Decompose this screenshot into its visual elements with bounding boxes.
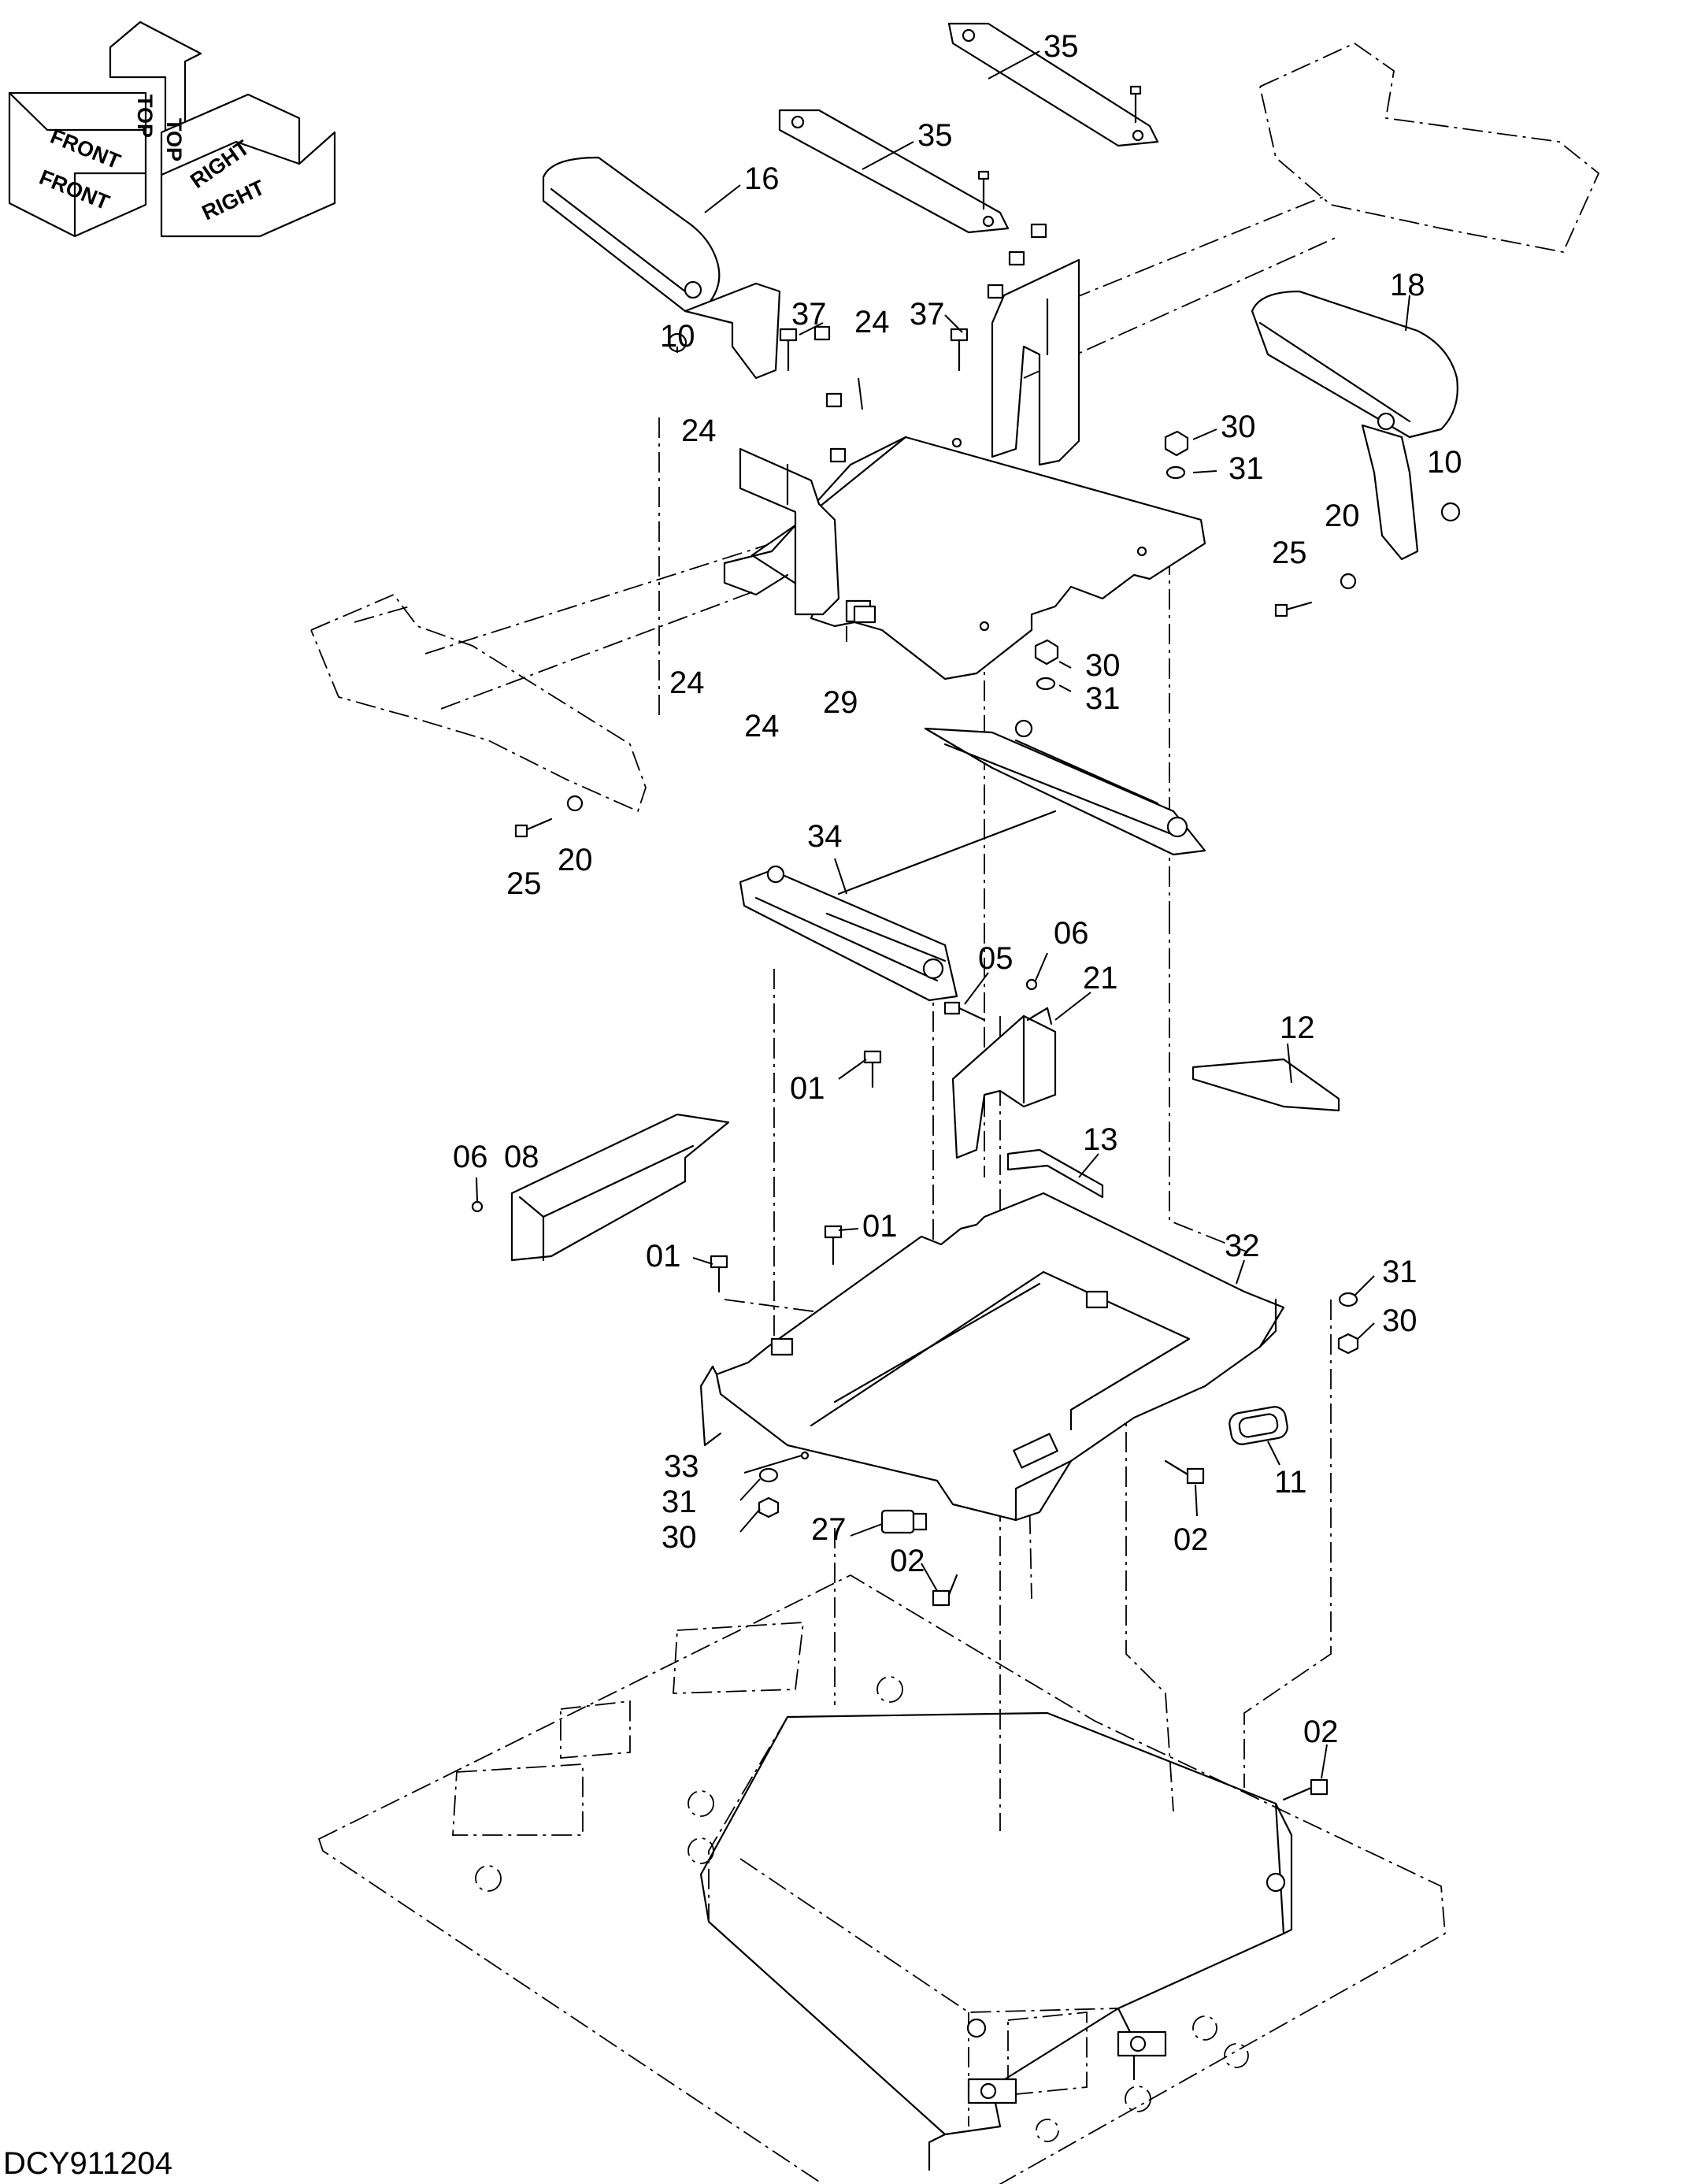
bolt-01-a-shape	[863, 1050, 882, 1088]
callout-25-right: 25	[1272, 536, 1307, 570]
callout-35-upper: 35	[1043, 29, 1079, 64]
clip-29-shape	[853, 605, 876, 624]
callout-02-b: 02	[890, 1544, 925, 1578]
screw-06-top-shape	[1025, 978, 1038, 991]
bolts-bracket-left	[813, 325, 847, 463]
bolt-02-a-shape	[1164, 1459, 1205, 1485]
bolt-37-a-shape	[779, 328, 798, 372]
callout-16: 16	[744, 161, 780, 196]
callout-08: 08	[504, 1140, 539, 1174]
callout-34: 34	[807, 819, 843, 854]
leader-lines	[476, 50, 1410, 1779]
cab-frame-left-ghost	[310, 543, 773, 813]
hardware-lower	[471, 605, 1359, 1801]
slide-rails	[739, 719, 1206, 1002]
hardware-upper	[514, 85, 1461, 838]
bolt-35-b-shape	[1129, 85, 1142, 124]
callout-01-a: 01	[790, 1071, 825, 1106]
nut-10-right-shape	[1440, 502, 1461, 522]
callout-10-left: 10	[660, 319, 695, 354]
armrest-16	[542, 156, 781, 380]
strap-35-upper	[947, 22, 1159, 147]
callout-01-c: 01	[646, 1239, 681, 1274]
cab-floor-ghost	[317, 1574, 1446, 2184]
bolt-35-a-shape	[977, 170, 990, 210]
nut-30-b-shape	[1034, 639, 1059, 666]
callout-31-d: 31	[662, 1485, 697, 1519]
callout-24-c: 24	[669, 666, 705, 700]
top-label-side: TOP	[162, 118, 186, 161]
callout-29: 29	[823, 685, 858, 720]
plate-13	[1006, 1148, 1104, 1199]
callout-11: 11	[1274, 1465, 1307, 1500]
callout-31-b: 31	[1085, 681, 1121, 716]
callout-31-c: 31	[1382, 1255, 1418, 1289]
callout-35-lower: 35	[917, 118, 953, 153]
cab-frame-right-ghost	[1023, 42, 1600, 379]
callout-37-b: 37	[910, 297, 945, 332]
callout-10-right: 10	[1427, 445, 1462, 480]
strap-35-lower	[778, 109, 1010, 234]
bracket-21	[951, 1007, 1057, 1159]
callout-05: 05	[978, 941, 1014, 976]
callout-31-a: 31	[1228, 451, 1264, 486]
drawing-code: DCY911204	[3, 2146, 172, 2181]
nut-30-c-shape	[1337, 1333, 1359, 1355]
bolt-25-left-shape	[514, 818, 553, 838]
callout-24-a: 24	[854, 305, 890, 339]
base-frame-32	[699, 1192, 1285, 1522]
nut-30-d-shape	[758, 1496, 780, 1518]
callout-32: 32	[1225, 1229, 1260, 1263]
washer-20-right-shape	[1340, 573, 1357, 590]
callout-25-left: 25	[506, 866, 542, 901]
bolt-02-c-shape	[1282, 1778, 1329, 1801]
plate-12	[1191, 1058, 1340, 1112]
callout-27: 27	[811, 1512, 847, 1547]
callout-12: 12	[1280, 1010, 1315, 1045]
callout-21: 21	[1083, 961, 1118, 996]
washer-31-d-shape	[758, 1467, 779, 1483]
callout-06-left: 06	[453, 1140, 488, 1174]
cover-08	[510, 1113, 730, 1262]
washer-31-b-shape	[1036, 677, 1056, 691]
washer-31-c-shape	[1338, 1292, 1358, 1307]
screw-06-left-shape	[471, 1200, 484, 1213]
grommet-11	[1228, 1406, 1288, 1445]
callout-02-c: 02	[1303, 1715, 1339, 1749]
callout-30-d: 30	[662, 1520, 697, 1555]
callout-20-right: 20	[1325, 499, 1360, 533]
callout-18: 18	[1390, 268, 1425, 302]
pin-33-shape	[800, 1451, 810, 1460]
seat-stand	[699, 1711, 1293, 2171]
bolt-01-b-shape	[824, 1225, 843, 1266]
orientation-indicator: FRONT FRONT TOP TOP RIGHT RIGHT	[8, 20, 336, 238]
callout-24-b: 24	[681, 413, 717, 448]
callout-13: 13	[1083, 1122, 1118, 1157]
top-label: TOP	[133, 95, 157, 138]
callout-01-b: 01	[862, 1209, 898, 1244]
callout-20-left: 20	[558, 843, 593, 877]
nut-30-a-shape	[1164, 430, 1189, 457]
bolt-05-shape	[943, 1001, 986, 1022]
washer-31-a-shape	[1166, 465, 1186, 480]
callout-37-a: 37	[791, 297, 827, 332]
bolts-bracket-right	[987, 223, 1047, 299]
callout-24-d: 24	[744, 709, 780, 743]
callout-06-top: 06	[1054, 916, 1089, 951]
bolt-01-c-shape	[710, 1255, 728, 1293]
callout-33: 33	[664, 1449, 699, 1484]
bolt-37-b-shape	[950, 328, 969, 372]
bolt-02-b-shape	[932, 1574, 958, 1607]
connector-27-shape	[880, 1509, 928, 1534]
callouts: 35 35 16 18 10 10 37 37 24 24 24 24 30 3…	[453, 29, 1462, 1749]
callout-30-a: 30	[1221, 410, 1256, 444]
bolt-25-right-shape	[1274, 601, 1313, 617]
callout-02-a: 02	[1173, 1522, 1209, 1557]
callout-30-c: 30	[1382, 1303, 1418, 1338]
washer-20-left-shape	[566, 795, 584, 812]
callout-30-b: 30	[1085, 648, 1121, 683]
